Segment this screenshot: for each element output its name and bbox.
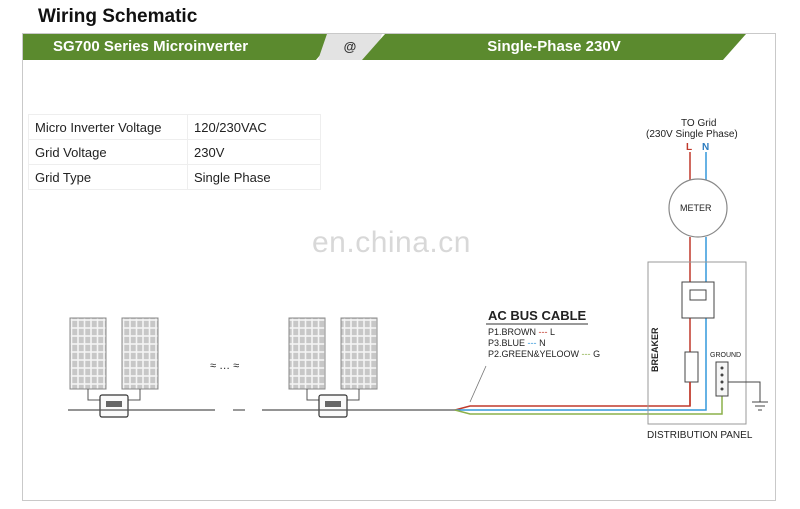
main-switch-toggle <box>689 289 707 301</box>
breaker <box>684 351 699 383</box>
dc-lead <box>347 389 360 401</box>
solar-panel <box>121 317 159 390</box>
solar-panel <box>288 317 326 390</box>
spec-key: Grid Type <box>28 164 188 190</box>
dc-lead <box>128 389 141 401</box>
wire-dash: --- <box>538 327 548 337</box>
wire-code: L <box>550 327 556 337</box>
ac-bus-wire-list: P1.BROWN --- L P3.BLUE --- N P2.GREEN&YE… <box>488 327 600 360</box>
wire-dash: --- <box>527 338 537 348</box>
wire-green-g <box>454 392 723 415</box>
microinverter-label <box>106 401 122 407</box>
grid-line-n-label: N <box>702 142 710 153</box>
solar-panel <box>340 317 378 390</box>
meter-label: METER <box>680 203 712 213</box>
ellipsis-marker: ≈ … ≈ <box>210 360 240 372</box>
distribution-panel-label: DISTRIBUTION PANEL <box>647 430 753 441</box>
breaker-label: BREAKER <box>650 327 660 372</box>
solar-panel-group-2 <box>288 317 378 418</box>
main-switch <box>681 281 715 319</box>
wire-name: P2.GREEN&YELOOW <box>488 349 580 359</box>
ground-terminal <box>720 387 724 391</box>
dc-lead <box>87 389 100 401</box>
spec-row: Grid Type Single Phase <box>28 164 321 190</box>
ground-bar <box>715 361 729 397</box>
ground-label: GROUND <box>710 352 742 359</box>
ground-lead <box>728 381 761 402</box>
solar-panel <box>69 317 107 390</box>
wire-name: P3.BLUE <box>488 338 526 348</box>
spec-table: Micro Inverter Voltage 120/230VAC Grid V… <box>28 114 321 190</box>
distribution-panel <box>647 261 747 425</box>
watermark: en.china.cn <box>312 226 471 259</box>
wire-code: G <box>593 349 601 359</box>
banner-product: SG700 Series Microinverter <box>23 34 338 60</box>
banner-phase: Single-Phase 230V <box>362 34 746 60</box>
wire-blue-n <box>455 318 707 411</box>
ground-terminal <box>720 373 724 377</box>
wire-code: N <box>539 338 546 348</box>
ac-bus-pointer <box>469 365 487 403</box>
spec-row: Grid Voltage 230V <box>28 139 321 165</box>
dc-lead <box>306 389 319 401</box>
ac-bus-wire: P3.BLUE --- N <box>488 338 600 349</box>
grid-line-l-label: L <box>686 142 693 153</box>
page-title: Wiring Schematic <box>38 6 198 27</box>
ac-bus-title: AC BUS CABLE <box>488 308 587 323</box>
grid-title: TO Grid <box>681 118 717 129</box>
earth-symbol-icon <box>752 401 768 411</box>
spec-value: 120/230VAC <box>187 114 321 140</box>
solar-panel-group-1 <box>69 317 159 418</box>
microinverter-label <box>325 401 341 407</box>
spec-row: Micro Inverter Voltage 120/230VAC <box>28 114 321 140</box>
grid-subtitle: (230V Single Phase) <box>646 129 738 140</box>
wire-name: P1.BROWN <box>488 327 537 337</box>
spec-value: 230V <box>187 139 321 165</box>
ac-bus-wire: P1.BROWN --- L <box>488 327 600 338</box>
wire-dash: --- <box>581 349 591 359</box>
ac-bus-wire: P2.GREEN&YELOOW --- G <box>488 349 600 360</box>
meter <box>668 178 728 238</box>
spec-value: Single Phase <box>187 164 321 190</box>
ground-terminal <box>720 366 724 370</box>
ground-terminal <box>720 380 724 384</box>
diagram-frame <box>22 33 776 501</box>
spec-key: Grid Voltage <box>28 139 188 165</box>
